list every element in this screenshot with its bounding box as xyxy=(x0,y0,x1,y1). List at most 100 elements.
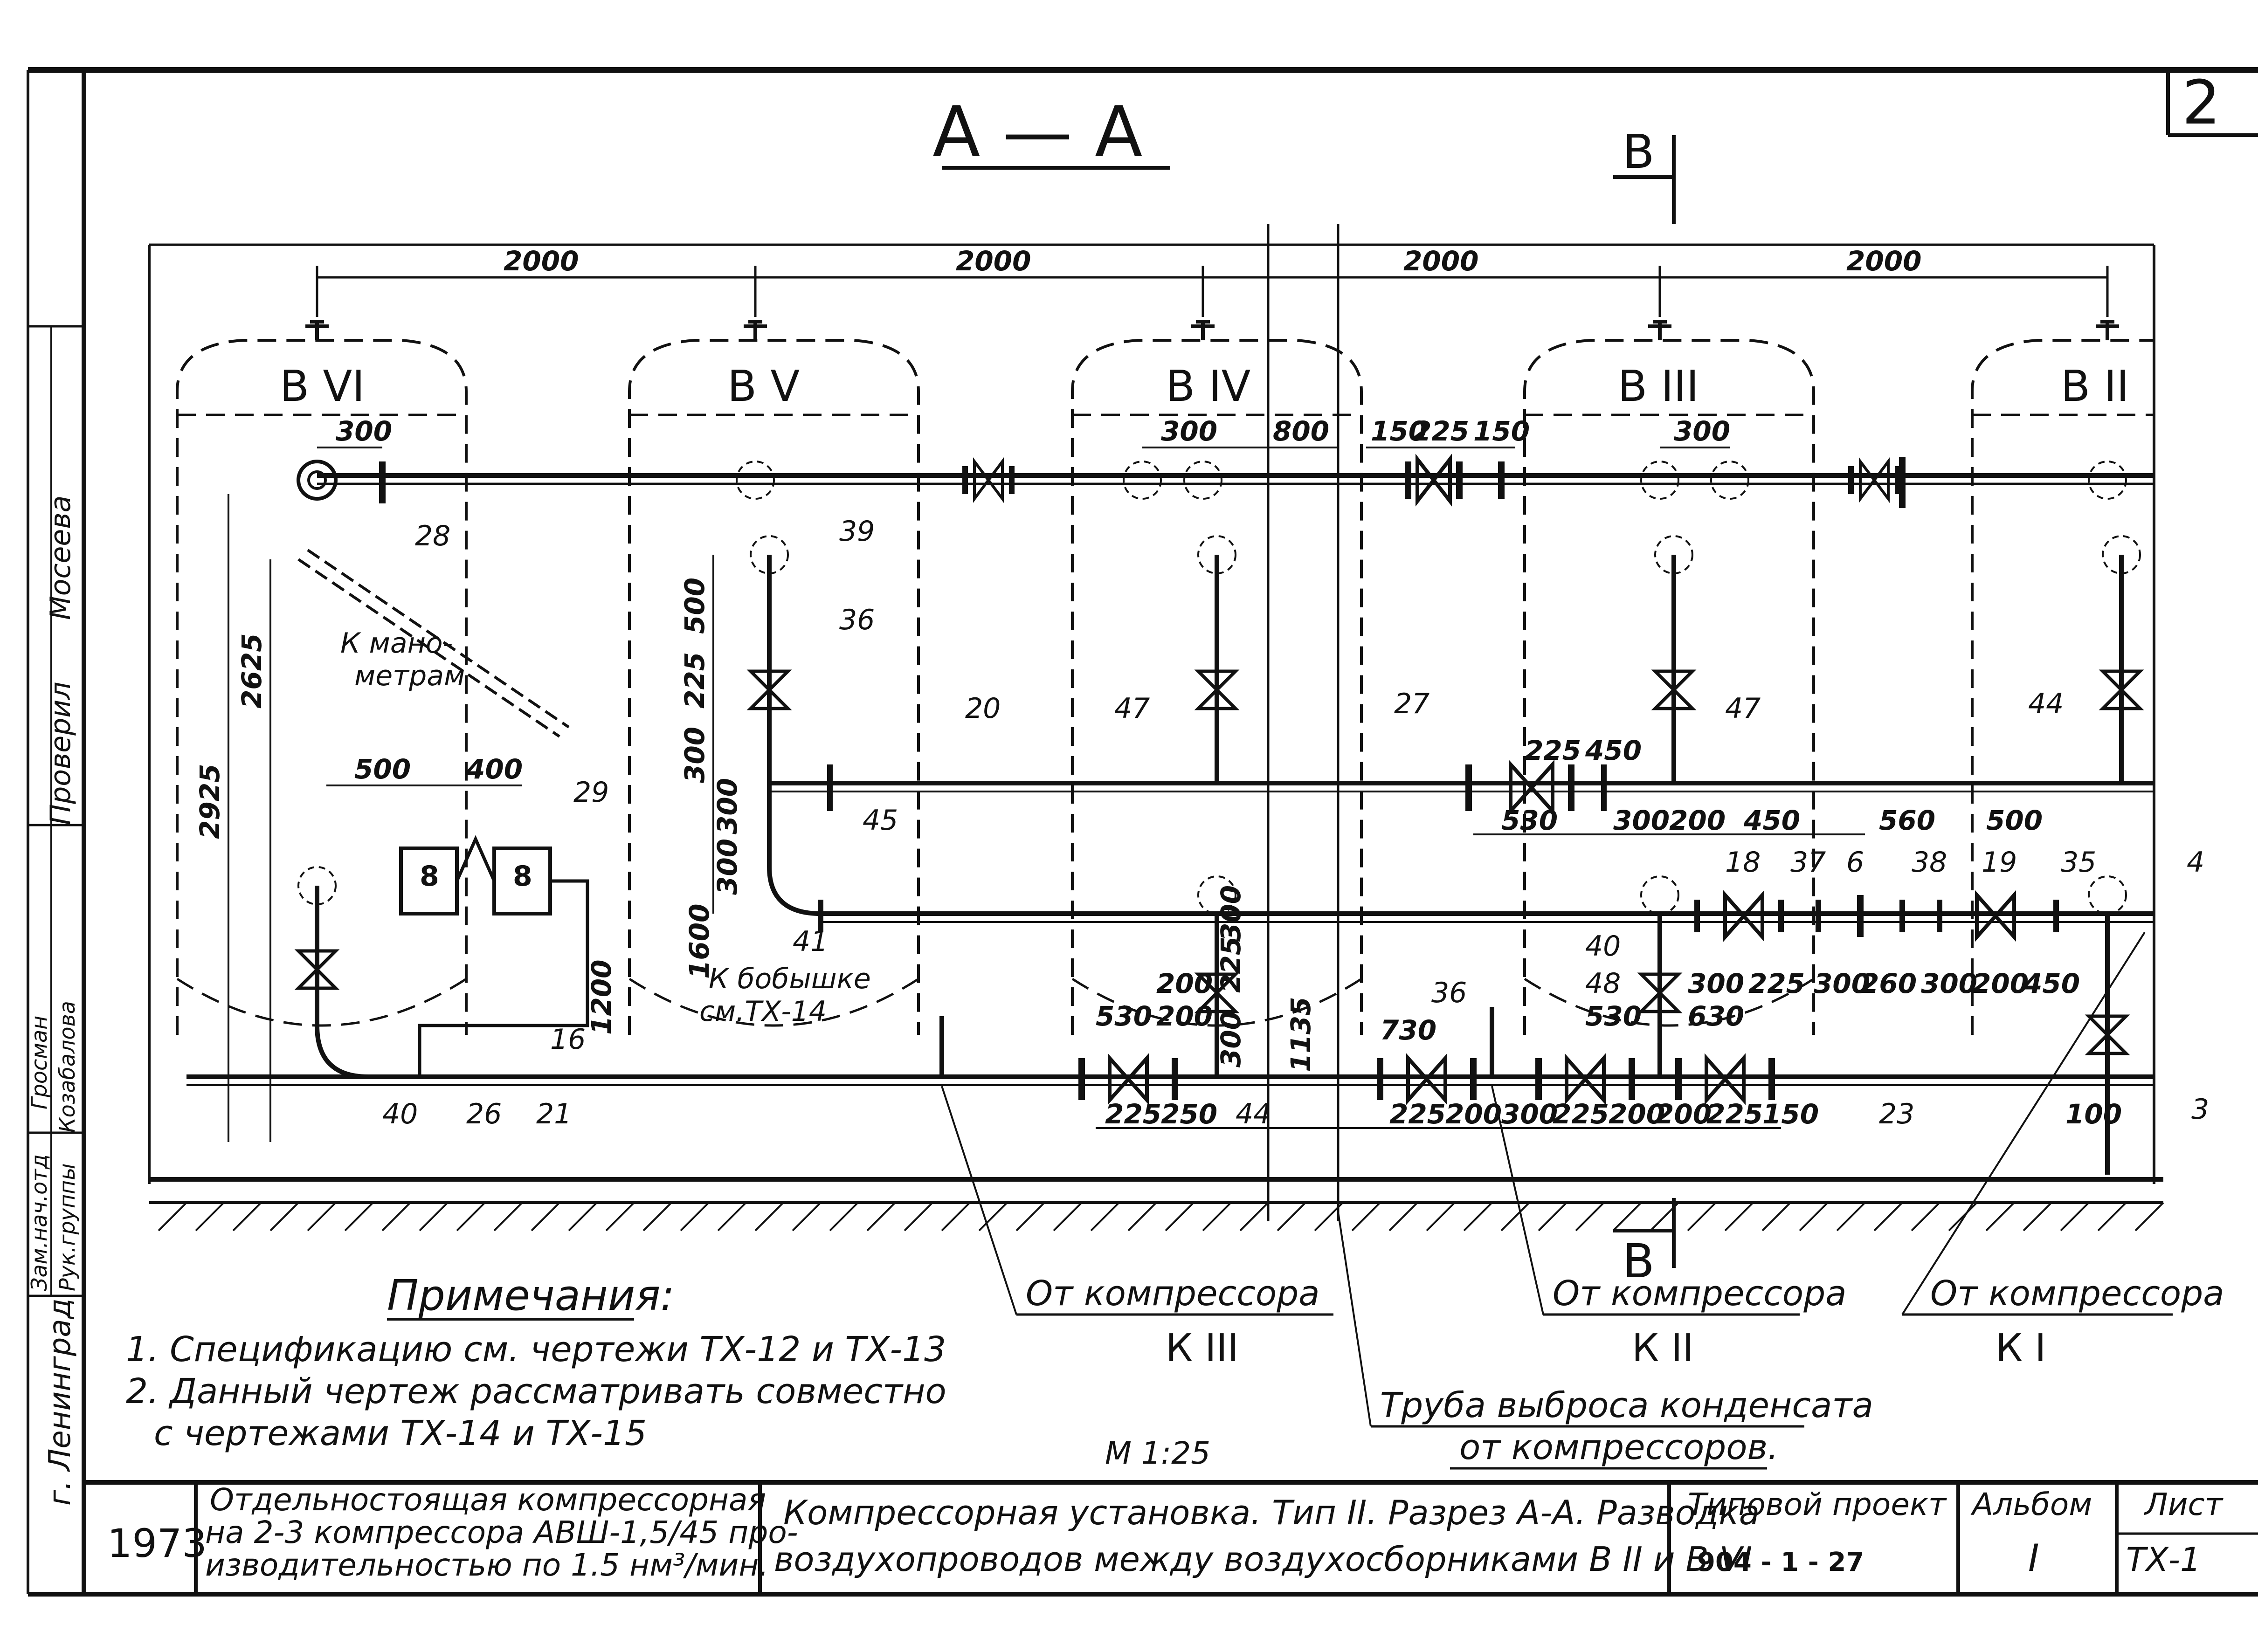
svg-text:225: 225 xyxy=(1389,1098,1446,1130)
svg-text:2625: 2625 xyxy=(236,633,268,709)
side-role-6: Козабалова xyxy=(55,1001,80,1133)
manometer-note: К мано- метрам xyxy=(340,627,465,692)
svg-text:28: 28 xyxy=(415,520,450,552)
receiver-iii: В III xyxy=(1523,339,1815,1035)
svg-text:225: 225 xyxy=(1706,1098,1763,1130)
svg-text:500: 500 xyxy=(679,578,711,634)
source-k1-label: От компрессора xyxy=(1930,1273,2224,1314)
svg-text:6: 6 xyxy=(1846,846,1864,879)
row-dims-right2: 300 225 300 260 300 200 450 xyxy=(1688,968,2080,999)
svg-text:2925: 2925 xyxy=(194,764,226,839)
receiver-vi: В VI xyxy=(176,339,468,1035)
svg-text:300: 300 xyxy=(1501,1098,1558,1130)
svg-text:250: 250 xyxy=(1161,1098,1217,1130)
receiver-iii-label: В III xyxy=(1618,361,1699,411)
svg-text:19: 19 xyxy=(1982,846,2017,879)
title-drawing-2: воздухопроводов между воздухосборниками … xyxy=(774,1540,1752,1579)
side-role-5: Рук.группы xyxy=(55,1163,80,1291)
svg-text:1135: 1135 xyxy=(1285,997,1317,1072)
svg-text:300: 300 xyxy=(1688,968,1744,999)
scale-label: М 1:25 xyxy=(1105,1435,1210,1471)
svg-text:200: 200 xyxy=(1156,1000,1213,1032)
svg-text:300: 300 xyxy=(1215,885,1247,942)
svg-text:800: 800 xyxy=(1273,415,1329,447)
svg-text:36: 36 xyxy=(839,604,875,636)
receiver-vi-label: В VI xyxy=(280,361,365,411)
svg-text:27: 27 xyxy=(1394,688,1429,720)
svg-text:260: 260 xyxy=(1860,968,1917,999)
svg-text:225: 225 xyxy=(1105,1098,1161,1130)
svg-text:1200: 1200 xyxy=(586,960,617,1035)
svg-text:26: 26 xyxy=(466,1098,502,1130)
manometer-8a: 8 xyxy=(420,860,439,893)
title-object-1: Отдельностоящая компрессорная xyxy=(210,1482,766,1518)
svg-text:150: 150 xyxy=(1473,415,1530,447)
mid-vertical-dims: 500 225 300 300 300 xyxy=(679,555,743,914)
middle-collector-pipe xyxy=(769,759,2154,835)
svg-text:В: В xyxy=(1623,124,1655,179)
row-dims-right1: 450 560 500 xyxy=(1743,805,2043,836)
bottom-row-dims: 225 250 225 200 300 225 200 200 225 150 … xyxy=(1096,1098,2122,1130)
manometer-8b: 8 xyxy=(513,860,532,893)
svg-text:500: 500 xyxy=(1986,805,2043,836)
svg-text:16: 16 xyxy=(550,1023,586,1056)
manometer-note-line1: К мано- xyxy=(340,627,453,660)
receiver-drops xyxy=(746,535,2144,783)
svg-text:36: 36 xyxy=(1431,977,1467,1009)
side-role-1: Проверил xyxy=(44,681,77,825)
svg-text:300: 300 xyxy=(1161,415,1217,447)
title-block: 1973 Отдельностоящая компрессорная на 2-… xyxy=(84,1480,2258,1594)
svg-text:41: 41 xyxy=(793,925,828,958)
bottom-main-pipe xyxy=(186,914,2154,1175)
cut-marker-bottom: В xyxy=(1613,1198,1676,1288)
svg-text:35: 35 xyxy=(2061,846,2096,879)
lower-branch-pipe xyxy=(767,783,2154,942)
svg-text:40: 40 xyxy=(1585,930,1621,963)
row-dims-center: 225 450 530 300 200 xyxy=(1501,735,1726,836)
svg-text:450: 450 xyxy=(1585,735,1642,766)
column-dim-1: 2000 xyxy=(504,245,579,277)
svg-text:530: 530 xyxy=(1585,1000,1642,1032)
title-object-2: на 2-3 компрессора АВШ-1,5/45 про- xyxy=(205,1514,798,1550)
svg-text:200: 200 xyxy=(1655,1098,1712,1130)
svg-text:100: 100 xyxy=(2065,1098,2122,1130)
svg-text:225: 225 xyxy=(1553,1098,1609,1130)
condensate-label: Труба выброса конденсата от компрессоров… xyxy=(1337,1211,1873,1470)
svg-text:47: 47 xyxy=(1725,692,1761,725)
svg-text:225: 225 xyxy=(1413,415,1469,447)
row-dims-left: 500 400 xyxy=(326,753,523,786)
title-album-value: I xyxy=(2028,1536,2039,1580)
svg-text:300: 300 xyxy=(1921,968,1977,999)
manometer-note-line2: метрам xyxy=(354,660,465,692)
svg-text:200: 200 xyxy=(1669,805,1726,836)
svg-text:23: 23 xyxy=(1879,1098,1914,1130)
svg-text:530: 530 xyxy=(1501,805,1558,836)
source-k2-label: От компрессора xyxy=(1553,1273,1847,1314)
source-k2: От компрессора К II xyxy=(1491,1086,1847,1370)
safety-valves xyxy=(305,320,2119,340)
note-2: 2. Данный чертеж рассматривать совместно xyxy=(126,1371,946,1411)
notes-title: Примечания: xyxy=(387,1271,675,1320)
side-role-3: Зам.нач.отд xyxy=(27,1154,52,1291)
svg-text:200: 200 xyxy=(1609,1098,1665,1130)
header-dimensions: 300 300 800 150 225 150 300 xyxy=(317,415,1730,448)
column-dim-4: 2000 xyxy=(1846,245,1921,277)
svg-text:18: 18 xyxy=(1725,846,1761,879)
source-k1-unit: К I xyxy=(1996,1326,2046,1370)
title-year: 1973 xyxy=(107,1521,207,1566)
svg-text:225: 225 xyxy=(1215,936,1247,993)
notes-block: Примечания: 1. Спецификацию см. чертежи … xyxy=(126,1271,946,1453)
receiver-ii-label: В II xyxy=(2061,361,2129,411)
top-air-header xyxy=(297,454,2154,508)
svg-text:300: 300 xyxy=(711,778,743,834)
receiver-v: В V xyxy=(628,339,920,1035)
floor-slab xyxy=(149,1177,2164,1232)
title-sheet-label: Лист xyxy=(2144,1487,2224,1522)
note-3: с чертежами ТХ-14 и ТХ-15 xyxy=(154,1413,647,1453)
svg-text:40: 40 xyxy=(382,1098,418,1130)
side-stamp: Проверил Мосеева Зам.нач.отд Гросман Рук… xyxy=(27,70,84,1594)
svg-text:225: 225 xyxy=(679,652,711,709)
svg-text:560: 560 xyxy=(1879,805,1935,836)
svg-text:29: 29 xyxy=(573,776,609,809)
note-1: 1. Спецификацию см. чертежи ТХ-12 и ТХ-1… xyxy=(126,1329,946,1370)
